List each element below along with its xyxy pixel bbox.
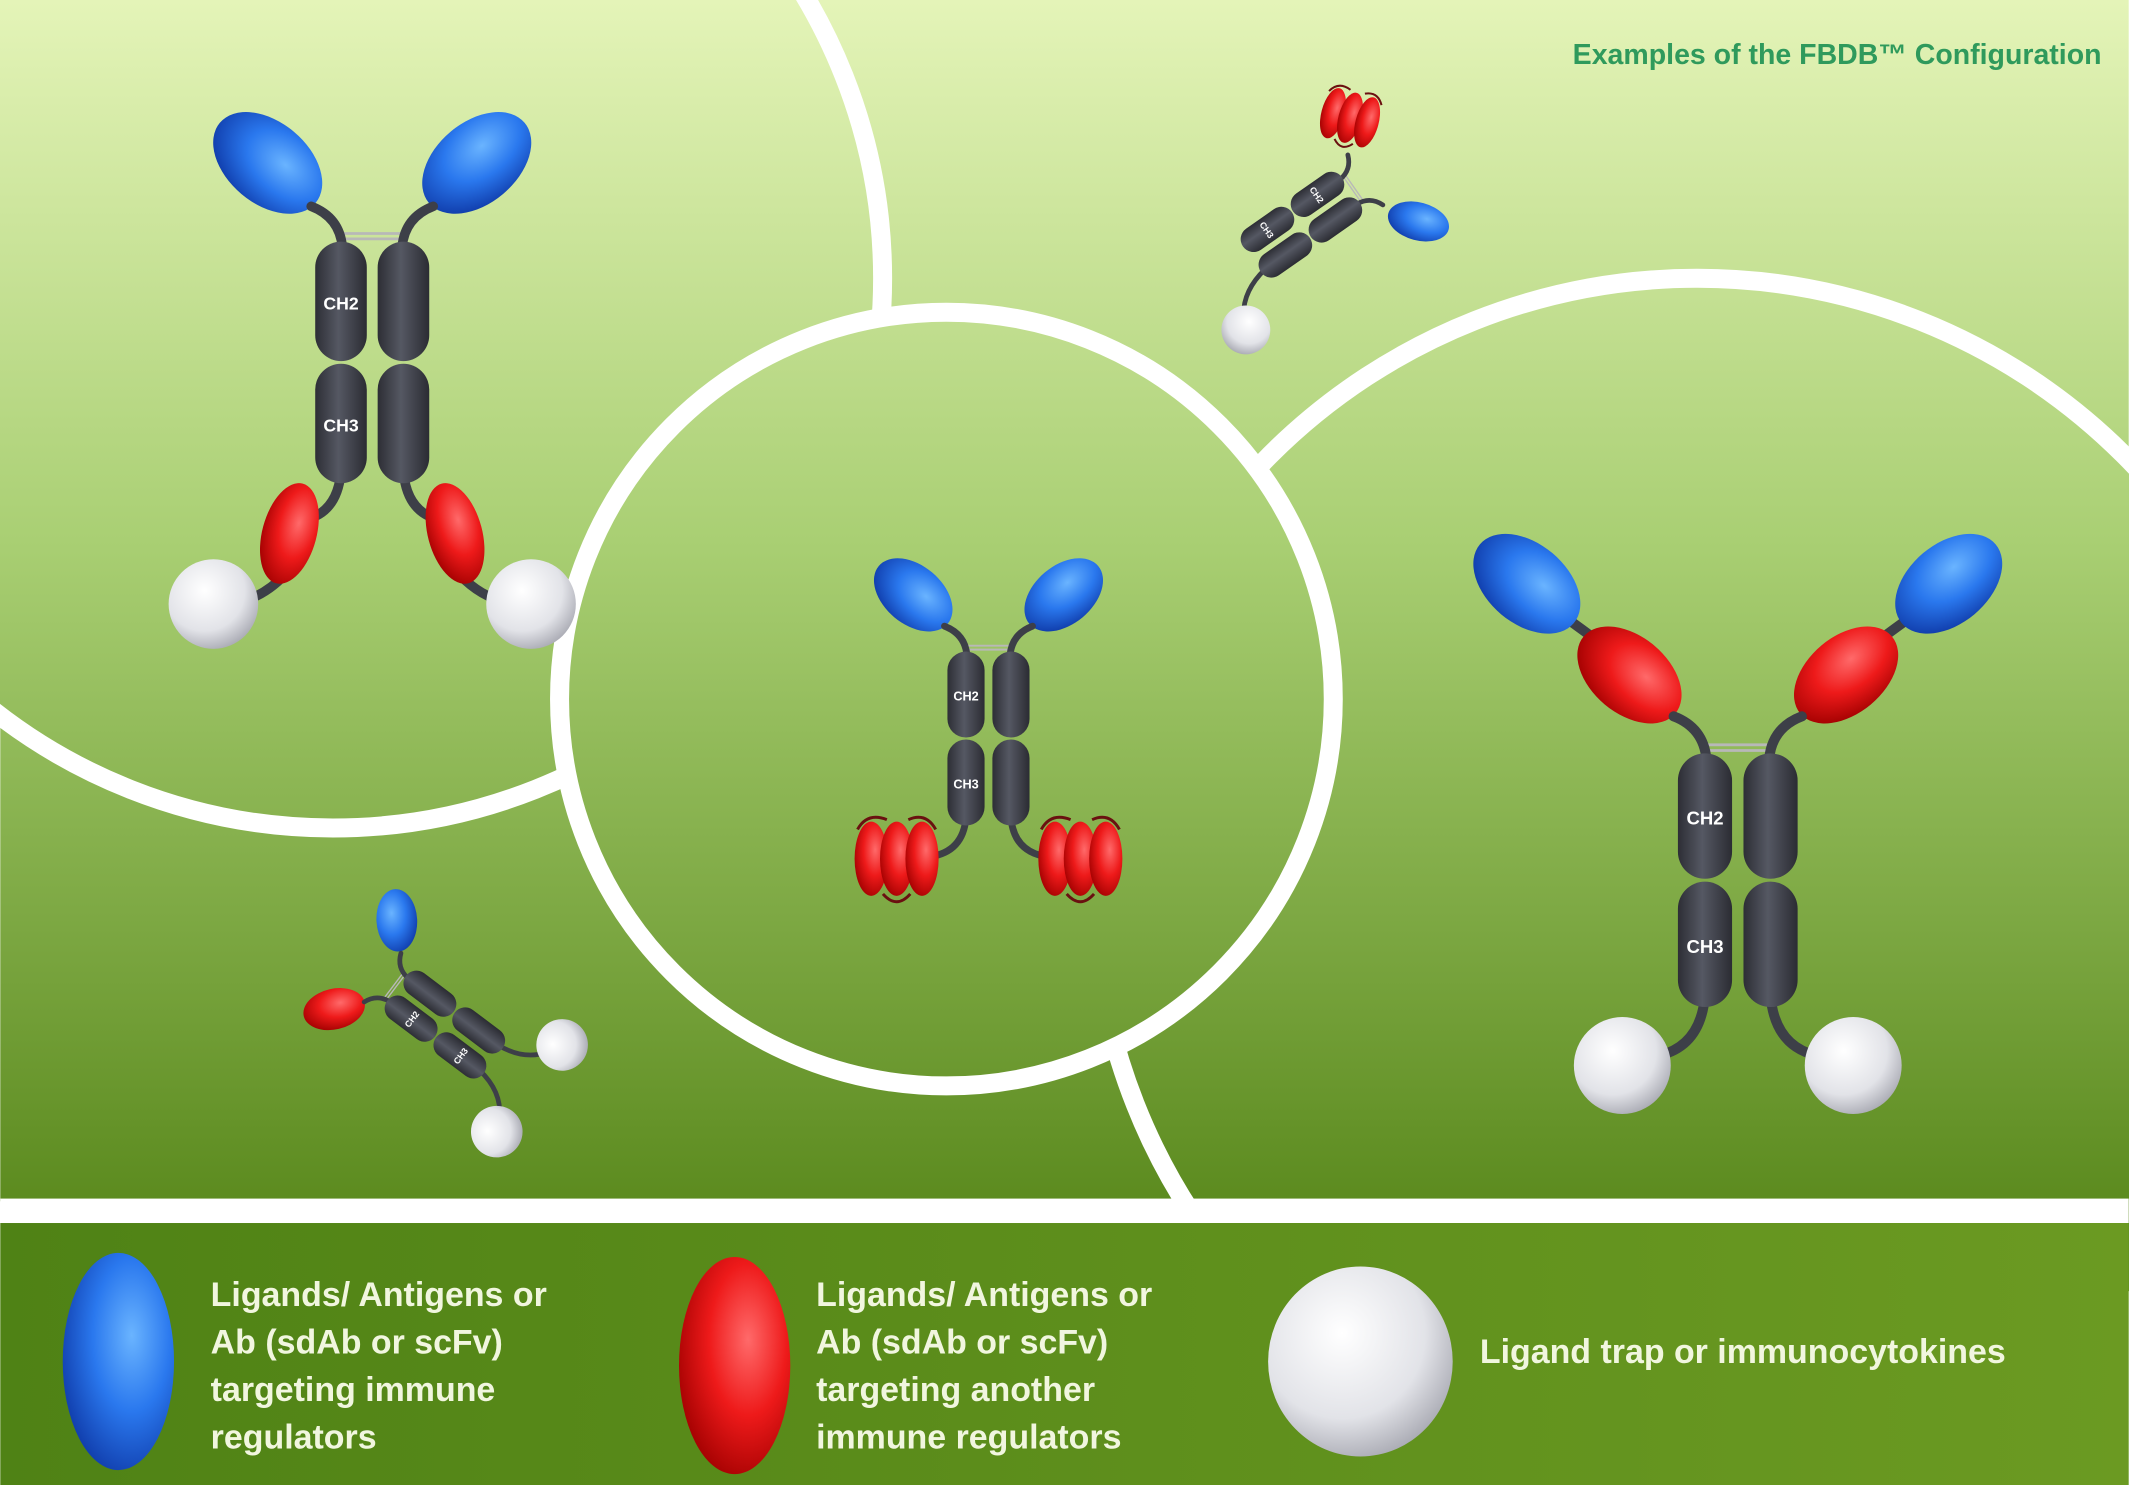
blue-ellipse bbox=[1473, 533, 1581, 634]
ch3-label: CH3 bbox=[953, 777, 978, 791]
constant-domain bbox=[377, 241, 430, 362]
loop bbox=[856, 815, 937, 904]
legend-item-blue: Ligands/ Antigens or Ab (sdAb or scFv) t… bbox=[62, 1252, 547, 1471]
red-ellipse bbox=[259, 483, 319, 584]
ch2-label: CH2 bbox=[323, 293, 358, 313]
blue-ellipse bbox=[1024, 558, 1103, 632]
constant-domain bbox=[1743, 881, 1798, 1008]
circle-middle bbox=[550, 302, 1343, 1096]
legend-panel bbox=[0, 1223, 2129, 1485]
white-sphere bbox=[168, 559, 259, 649]
disulfide-bond bbox=[1342, 176, 1362, 202]
divider bbox=[0, 1198, 2129, 1224]
red-ellipse bbox=[905, 821, 939, 896]
red-ellipse bbox=[854, 821, 888, 896]
red-ellipse bbox=[1793, 626, 1899, 724]
red-ellipse-icon bbox=[678, 1256, 791, 1475]
legend-item-white: Ligand trap or immunocytokines bbox=[1268, 1266, 2006, 1457]
constant-domain bbox=[433, 1032, 487, 1079]
disulfide-bond bbox=[383, 973, 403, 999]
blue-ellipse bbox=[1387, 201, 1450, 242]
legend-text: targeting another bbox=[816, 1371, 1095, 1409]
loop bbox=[1039, 815, 1121, 904]
ch3-label: CH3 bbox=[1686, 936, 1723, 957]
loop bbox=[1328, 84, 1383, 148]
white-sphere bbox=[1221, 305, 1271, 355]
constant-domain bbox=[1677, 881, 1733, 1008]
constant-domain bbox=[315, 241, 367, 362]
red-ellipse bbox=[303, 988, 365, 1031]
constant-domain bbox=[1290, 171, 1345, 218]
legend-text: Ab (sdAb or scFv) bbox=[211, 1323, 503, 1361]
constant-domain bbox=[1677, 753, 1733, 879]
white-sphere-icon bbox=[1268, 1266, 1453, 1457]
blue-ellipse-icon bbox=[62, 1252, 175, 1471]
red-cluster bbox=[854, 815, 939, 904]
legend-text: immune regulators bbox=[816, 1418, 1121, 1456]
constant-domain bbox=[1240, 206, 1295, 253]
constant-domain bbox=[992, 651, 1030, 738]
constant-domain bbox=[1308, 197, 1363, 243]
white-sphere bbox=[470, 1105, 523, 1158]
blue-ellipse bbox=[376, 889, 418, 952]
legend-item-red: Ligands/ Antigens or Ab (sdAb or scFv) t… bbox=[678, 1256, 1152, 1475]
diagram-title: Examples of the FBDB™ Configuration bbox=[1573, 39, 2102, 71]
constant-domain bbox=[452, 1007, 506, 1054]
legend-text: targeting immune bbox=[211, 1371, 496, 1409]
red-ellipse bbox=[1089, 821, 1123, 896]
constant-domain bbox=[384, 995, 438, 1042]
ch2-label: CH2 bbox=[1686, 808, 1723, 829]
red-ellipse bbox=[1577, 626, 1682, 724]
white-sphere bbox=[486, 559, 576, 649]
constant-domain bbox=[992, 739, 1030, 826]
red-ellipse bbox=[425, 483, 485, 584]
constant-domain bbox=[1743, 753, 1798, 879]
red-ellipse bbox=[1063, 821, 1097, 896]
constant-domain bbox=[1258, 232, 1313, 278]
red-ellipse bbox=[1038, 821, 1072, 896]
red-ellipse bbox=[1354, 97, 1381, 148]
white-sphere bbox=[1804, 1017, 1902, 1114]
legend-text: Ligands/ Antigens or bbox=[816, 1276, 1152, 1314]
ch3-label: CH3 bbox=[323, 416, 358, 436]
legend-text: Ligands/ Antigens or bbox=[211, 1276, 547, 1314]
disulfide-bond bbox=[1345, 175, 1364, 201]
legend-text: Ligand trap or immunocytokines bbox=[1480, 1333, 2006, 1371]
disulfide-bond bbox=[386, 975, 406, 1000]
legend-text: Ab (sdAb or scFv) bbox=[816, 1323, 1108, 1361]
constant-domain bbox=[947, 651, 985, 738]
constant-domain bbox=[947, 739, 985, 826]
blue-ellipse bbox=[873, 558, 953, 632]
blue-ellipse bbox=[422, 112, 532, 214]
constant-domain bbox=[315, 363, 367, 484]
white-sphere bbox=[1573, 1017, 1671, 1114]
blue-ellipse bbox=[1895, 533, 2003, 634]
constant-domain bbox=[377, 363, 430, 484]
white-sphere bbox=[536, 1019, 588, 1071]
blue-ellipse bbox=[213, 112, 323, 214]
red-cluster bbox=[1038, 815, 1123, 904]
ch2-label: CH2 bbox=[953, 689, 978, 703]
constant-domain bbox=[403, 970, 457, 1017]
legend-text: regulators bbox=[211, 1418, 377, 1456]
red-cluster bbox=[1319, 84, 1383, 148]
red-ellipse bbox=[880, 821, 914, 896]
